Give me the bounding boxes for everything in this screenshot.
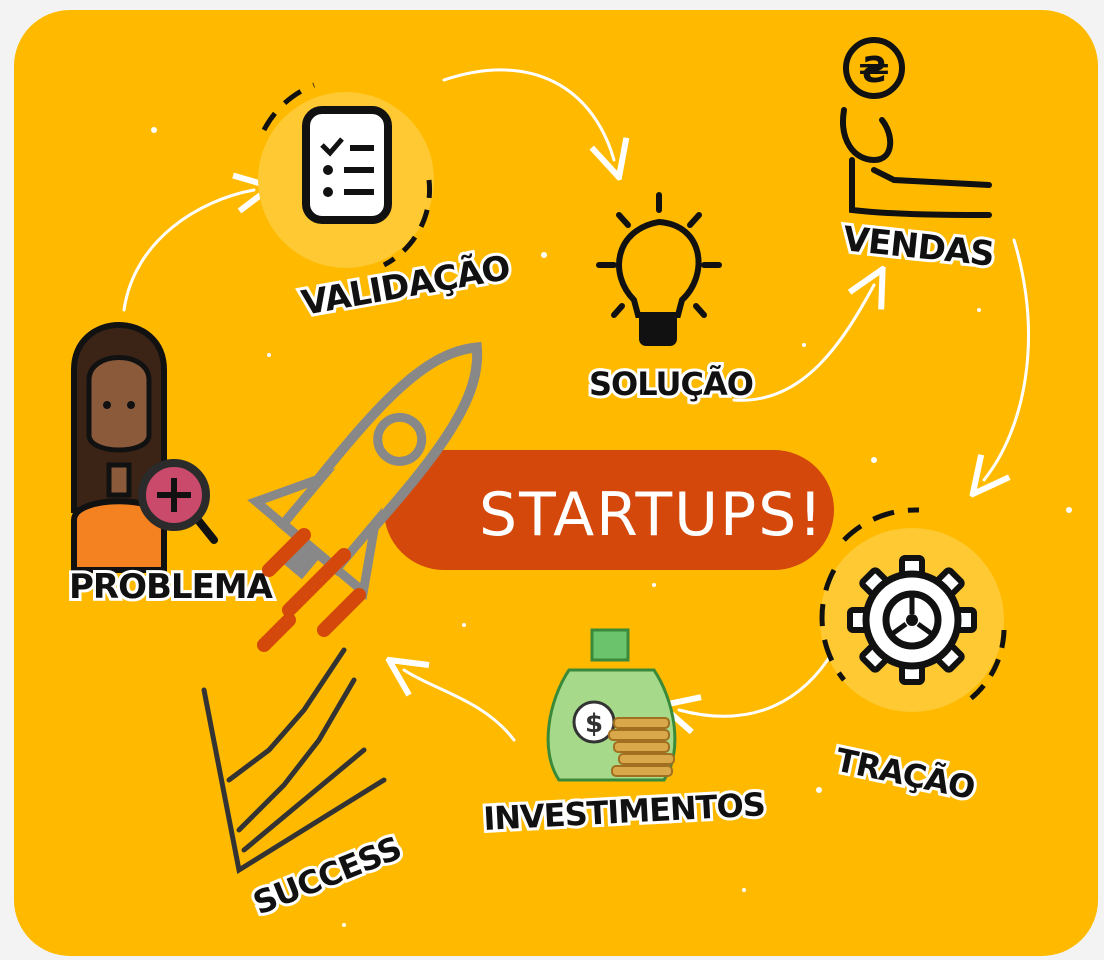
vendas-step: ₴ VENDAS: [838, 37, 998, 278]
cycle-arrows: [122, 68, 1030, 742]
startup-cycle-diagram: VALIDAÇÃO SOLUÇÃO ₴ VENDAS: [66, 37, 1072, 927]
checklist-icon: [302, 106, 392, 224]
banner-title: STARTUPS!: [479, 480, 824, 550]
solucao-label: SOLUÇÃO: [589, 365, 753, 403]
validacao-step: VALIDAÇÃO: [258, 82, 516, 327]
svg-text:$: $: [585, 709, 603, 739]
hand-coin-icon: ₴: [840, 37, 992, 218]
investimentos-step: $ INVESTIMENTOS: [479, 628, 769, 841]
arrow-validacao-solucao: [442, 68, 614, 160]
svg-text:₴: ₴: [859, 50, 890, 91]
solucao-step: SOLUÇÃO: [586, 192, 757, 406]
success-step: SUCCESS: [201, 647, 409, 925]
startup-cycle-card: VALIDAÇÃO SOLUÇÃO ₴ VENDAS: [14, 10, 1098, 956]
growth-chart-icon: [201, 647, 387, 875]
tracao-label: TRAÇÃO: [832, 741, 978, 807]
rocket-icon: [247, 342, 483, 601]
arrow-vendas-tracao: [984, 238, 1030, 480]
investimentos-label: INVESTIMENTOS: [482, 785, 765, 838]
lightbulb-icon: [596, 192, 722, 346]
problema-label: PROBLEMA: [69, 567, 274, 607]
arrow-tracao-investimentos: [679, 648, 836, 716]
gear-icon: [847, 555, 977, 685]
background-dots: [151, 127, 1072, 927]
coin-stack-icon: [608, 717, 675, 777]
woman-avatar-icon: [71, 322, 167, 573]
arrow-problema-validacao: [122, 190, 254, 312]
vendas-label: VENDAS: [841, 219, 995, 275]
arrow-investimentos-success: [404, 670, 516, 742]
startups-banner: STARTUPS!: [384, 450, 834, 570]
tracao-step: TRAÇÃO: [819, 507, 1007, 810]
problema-step: PROBLEMA: [66, 322, 278, 610]
magnifier-plus-icon: [138, 459, 218, 544]
success-label: SUCCESS: [248, 829, 406, 922]
rocket-flames: [257, 528, 366, 652]
arrow-solucao-vendas: [732, 285, 874, 402]
